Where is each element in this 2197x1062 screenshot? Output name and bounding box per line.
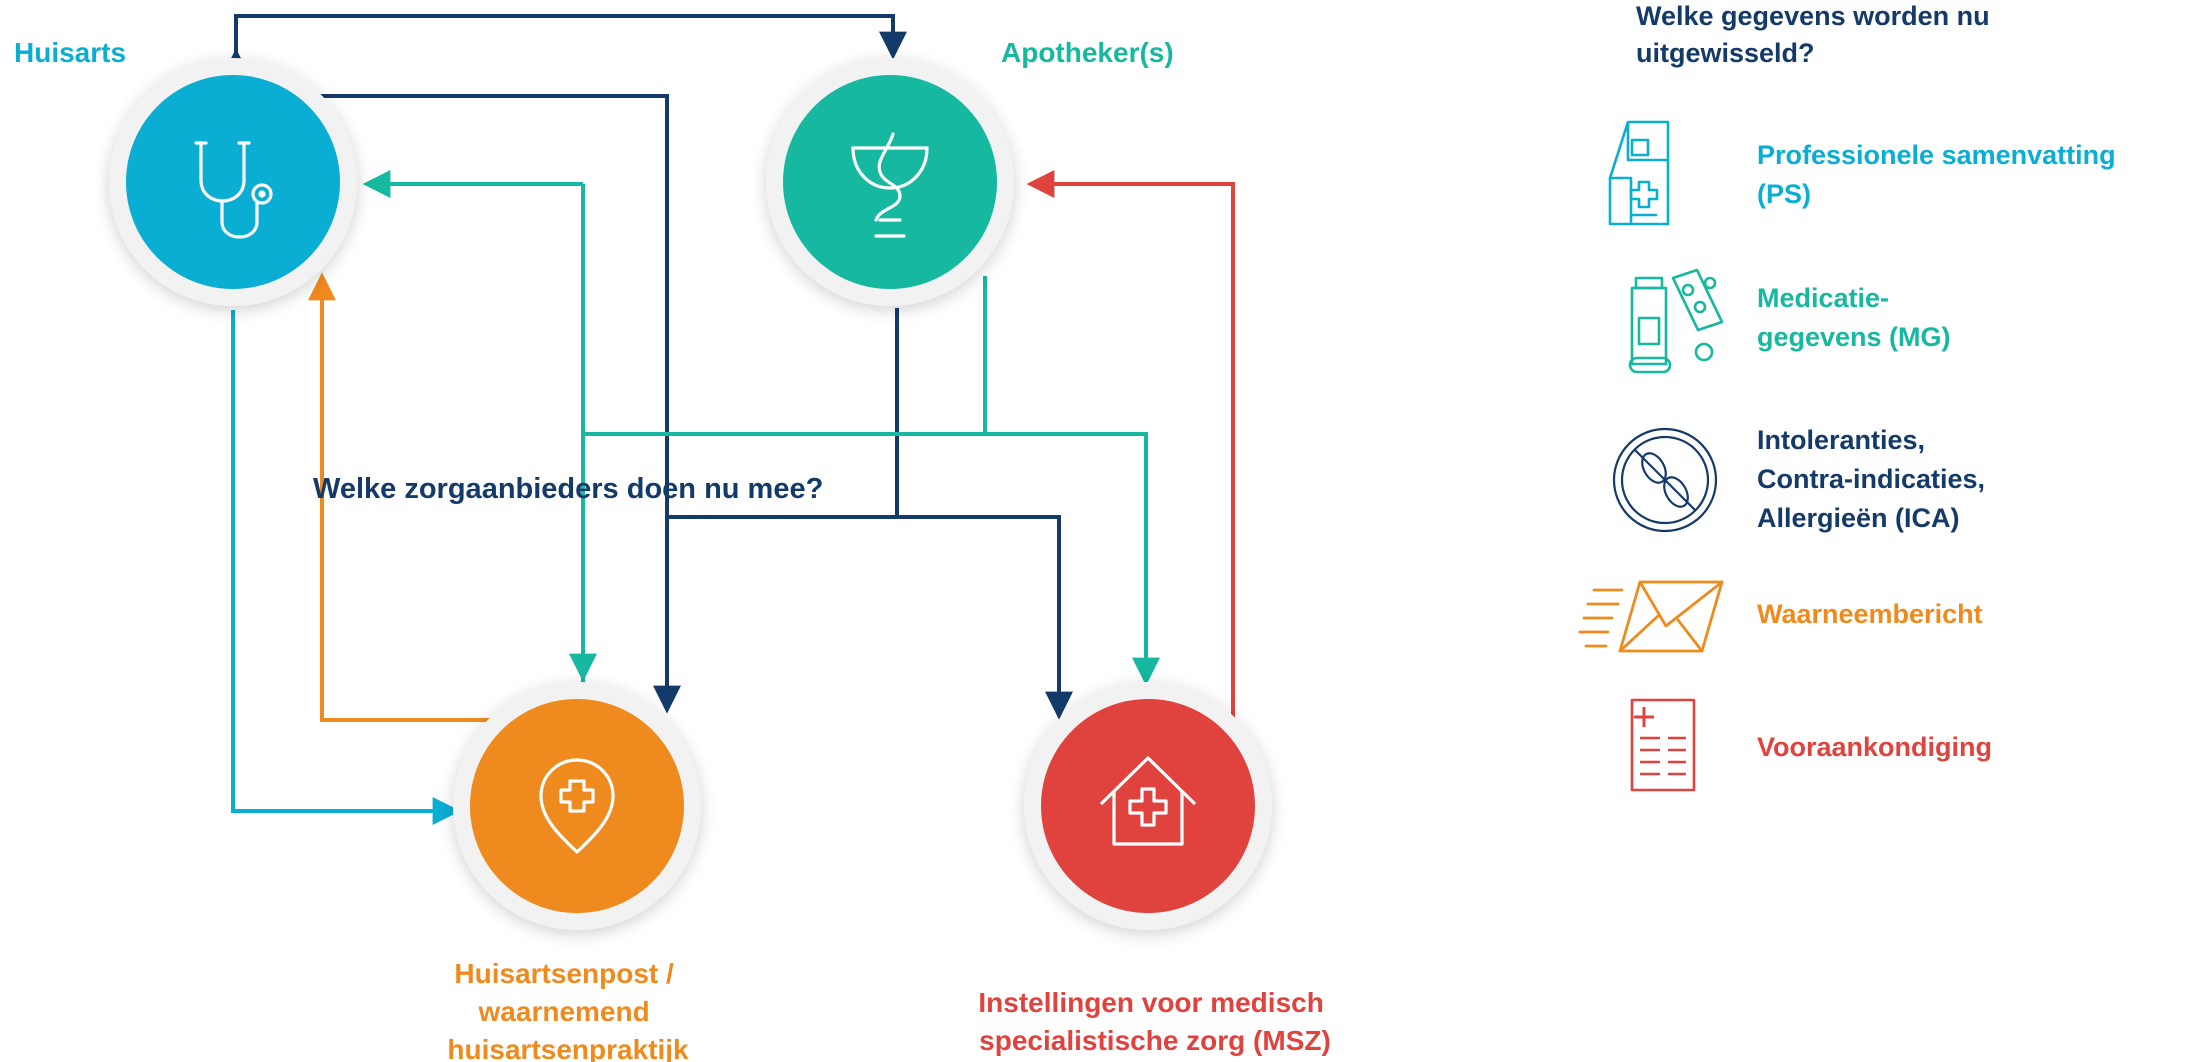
node-huisartsenpost: Huisartsenpost / waarnemend huisartsenpr… bbox=[447, 682, 701, 1062]
legend-item-vooraankondiging: Vooraankondiging bbox=[1630, 698, 1992, 792]
medical-document-icon bbox=[1608, 120, 1670, 226]
medication-pills-icon bbox=[1628, 268, 1724, 374]
envelope-speed-icon bbox=[1578, 580, 1724, 653]
question-zorgaanbieders: Welke zorgaanbieders doen nu mee? bbox=[313, 473, 823, 505]
connector-post-to-huisarts-orange bbox=[308, 272, 494, 722]
legend-title: Welke gegevens worden nu uitgewisseld? bbox=[1636, 1, 1997, 68]
legend-item-ps-line2: (PS) bbox=[1757, 179, 1811, 209]
connector-huisarts-to-post-navy bbox=[318, 94, 681, 714]
legend-item-ica-label: Intoleranties, Contra-indicaties, Allerg… bbox=[1757, 425, 1993, 533]
connector-apotheker-to-msz-navy bbox=[895, 308, 1073, 720]
label-huisartsenpost-line1: Huisartsenpost / bbox=[454, 958, 674, 989]
label-huisartsenpost-line3: huisartsenpraktijk bbox=[447, 1034, 689, 1062]
node-apotheker: Apotheker(s) bbox=[766, 37, 1174, 306]
no-peanuts-icon bbox=[1612, 427, 1718, 533]
legend-item-ps-label: Professionele samenvatting (PS) bbox=[1757, 140, 2123, 209]
legend-item-mg-line1: Medicatie- bbox=[1757, 283, 1889, 313]
connector-huisarts-to-post-blue bbox=[231, 310, 461, 825]
legend-item-ica-line3: Allergieën (ICA) bbox=[1757, 503, 1960, 533]
caduceus-bowl-icon bbox=[851, 132, 929, 238]
connectors bbox=[222, 14, 1235, 825]
legend-title-line2: uitgewisseld? bbox=[1636, 38, 1815, 68]
legend-item-mg-line2: gegevens (MG) bbox=[1757, 322, 1951, 352]
legend-title-line1: Welke gegevens worden nu bbox=[1636, 1, 1990, 31]
connector-apotheker-to-msz-teal bbox=[983, 276, 1160, 686]
legend-item-ps-line1: Professionele samenvatting bbox=[1757, 140, 2116, 170]
node-huisarts: Huisarts bbox=[14, 37, 357, 306]
legend-item-waarneembericht: Waarneembericht bbox=[1578, 580, 1983, 653]
label-huisartsenpost: Huisartsenpost / waarnemend huisartsenpr… bbox=[447, 958, 689, 1062]
label-msz-line2: specialistische zorg (MSZ) bbox=[979, 1025, 1331, 1056]
legend-item-ica-line1: Intoleranties, bbox=[1757, 425, 1925, 455]
legend-item-vooraankondiging-label: Vooraankondiging bbox=[1757, 732, 1992, 762]
label-msz-line1: Instellingen voor medisch bbox=[978, 987, 1323, 1018]
label-msz: Instellingen voor medisch specialistisch… bbox=[978, 987, 1331, 1056]
label-apotheker: Apotheker(s) bbox=[1001, 37, 1174, 68]
connector-huisarts-apotheker bbox=[222, 14, 907, 77]
connector-apotheker-to-huisarts-teal bbox=[368, 184, 585, 688]
connector-msz-to-apotheker-red bbox=[1026, 170, 1235, 720]
legend: Welke gegevens worden nu uitgewisseld? P… bbox=[1578, 1, 2123, 792]
hospital-building-icon bbox=[1099, 756, 1197, 846]
legend-item-ica-line2: Contra-indicaties, bbox=[1757, 464, 1985, 494]
medical-form-icon bbox=[1630, 698, 1696, 792]
legend-item-ica: Intoleranties, Contra-indicaties, Allerg… bbox=[1612, 425, 1993, 533]
location-pin-cross-icon bbox=[539, 758, 615, 854]
legend-item-waarneembericht-label: Waarneembericht bbox=[1757, 599, 1983, 629]
node-msz: Instellingen voor medisch specialistisch… bbox=[978, 682, 1331, 1056]
legend-item-mg-label: Medicatie- gegevens (MG) bbox=[1757, 283, 1951, 352]
legend-item-ps: Professionele samenvatting (PS) bbox=[1608, 120, 2123, 226]
stethoscope-icon bbox=[194, 141, 273, 239]
label-huisarts: Huisarts bbox=[14, 37, 126, 68]
legend-item-mg: Medicatie- gegevens (MG) bbox=[1628, 268, 1951, 374]
label-huisartsenpost-line2: waarnemend bbox=[478, 996, 650, 1027]
